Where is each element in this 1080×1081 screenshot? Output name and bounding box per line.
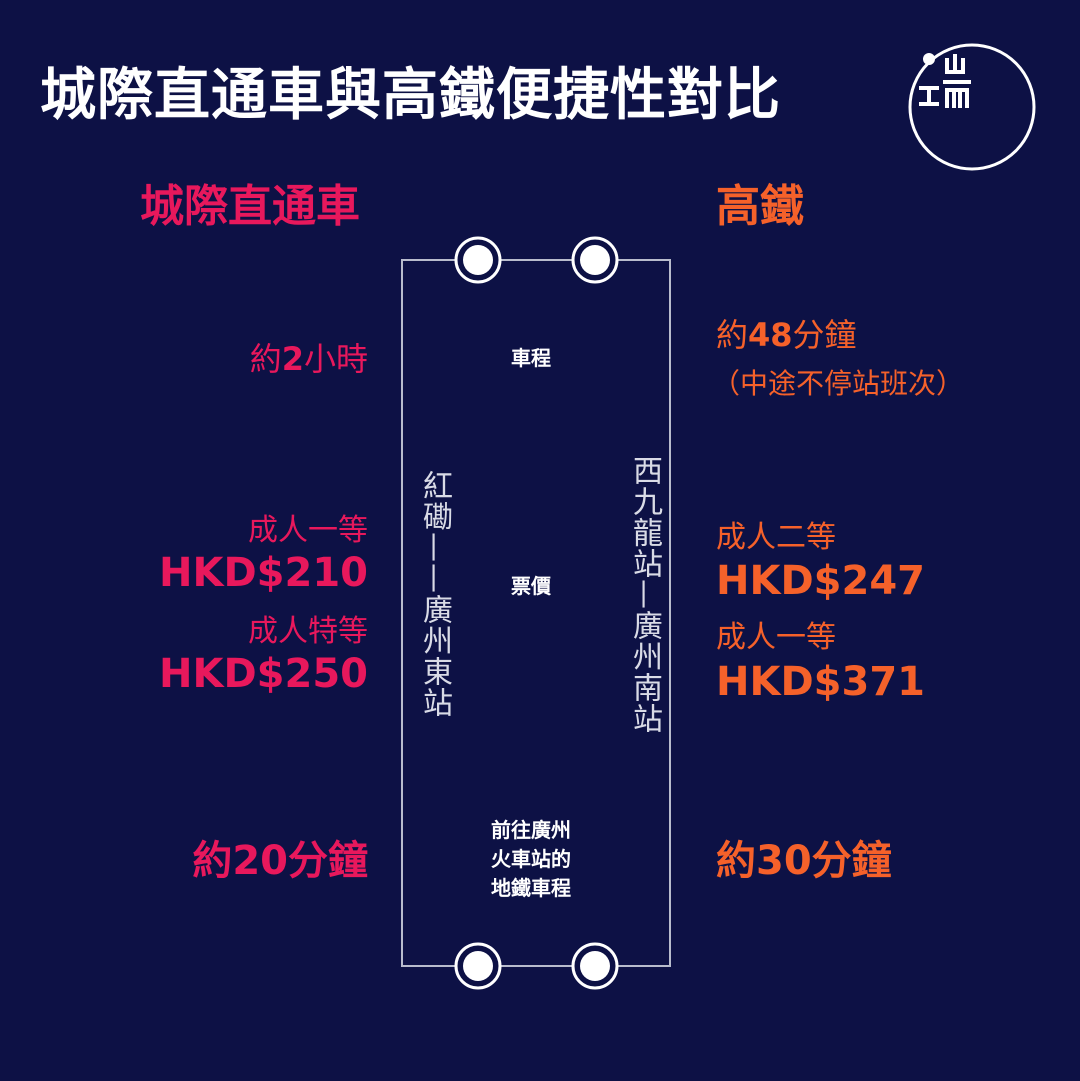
left-duration: 約2小時 <box>249 340 368 378</box>
page-title: 城際直通車與高鐵便捷性對比 <box>40 63 781 128</box>
station-marker-left-bottom <box>454 942 502 990</box>
fare-row-label: 票價 <box>511 574 551 598</box>
right-fare2-value: HKD$371 <box>716 659 926 705</box>
right-fare1-value: HKD$247 <box>716 558 926 604</box>
left-route-label: 紅磡——廣州東站 <box>417 470 452 718</box>
right-duration-note: （中途不停站班次） <box>712 367 965 400</box>
left-metro-time: 約20分鐘 <box>192 838 368 884</box>
station-marker-right-top <box>571 236 619 284</box>
left-fare2-label: 成人特等 <box>248 614 368 649</box>
left-heading: 城際直通車 <box>140 181 360 232</box>
right-heading: 高鐵 <box>716 181 804 232</box>
duration-row-label: 車程 <box>511 346 551 370</box>
right-route-label: 西九龍站—廣州南站 <box>627 455 662 734</box>
right-metro-time: 約30分鐘 <box>716 838 892 884</box>
right-fare1-label: 成人二等 <box>716 520 836 555</box>
left-fare1-label: 成人一等 <box>248 513 368 548</box>
initium-logo-icon <box>908 43 1036 171</box>
route-frame <box>401 236 671 990</box>
station-marker-right-bottom <box>571 942 619 990</box>
left-fare1-value: HKD$210 <box>158 550 368 596</box>
right-duration: 約48分鐘 <box>716 316 857 354</box>
right-fare2-label: 成人一等 <box>716 620 836 655</box>
metro-row-label: 前往廣州 火車站的 地鐵車程 <box>491 818 571 900</box>
station-marker-left-top <box>454 236 502 284</box>
left-fare2-value: HKD$250 <box>158 651 368 697</box>
